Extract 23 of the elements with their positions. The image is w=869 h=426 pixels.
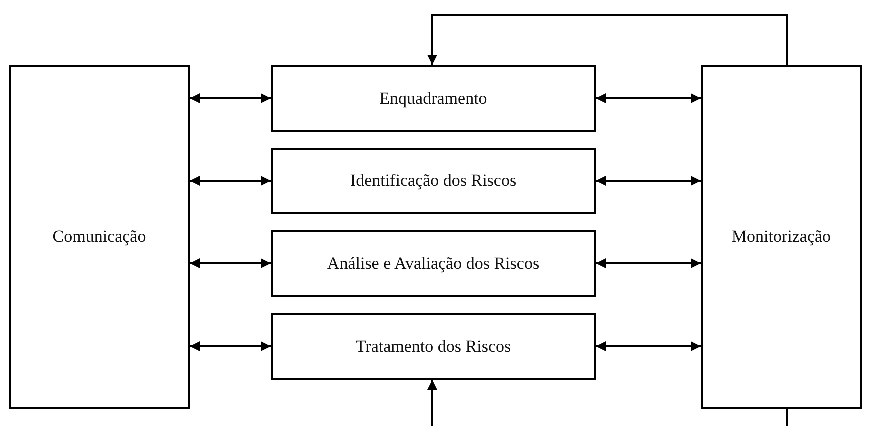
double-arrow <box>190 94 271 104</box>
process-box <box>271 148 596 214</box>
arrow <box>428 380 438 426</box>
double-arrow <box>596 94 701 104</box>
box-label: Comunicação <box>52 227 146 247</box>
side-box <box>9 65 190 409</box>
double-arrow <box>190 342 271 352</box>
process-box <box>271 230 596 297</box>
double-arrow <box>596 342 701 352</box>
box-label: Análise e Avaliação dos Riscos <box>327 254 540 274</box>
arrow <box>428 14 788 65</box>
box-label: Tratamento dos Riscos <box>356 336 512 356</box>
double-arrow <box>596 258 701 268</box>
side-box <box>701 65 862 409</box>
box-label: Monitorização <box>732 227 832 247</box>
box-label: Identificação dos Riscos <box>350 171 517 191</box>
box-label: Enquadramento <box>380 88 488 108</box>
connector-line <box>786 409 788 426</box>
double-arrow <box>190 176 271 186</box>
double-arrow <box>596 176 701 186</box>
double-arrow <box>190 258 271 268</box>
process-box <box>271 65 596 132</box>
process-box <box>271 313 596 380</box>
